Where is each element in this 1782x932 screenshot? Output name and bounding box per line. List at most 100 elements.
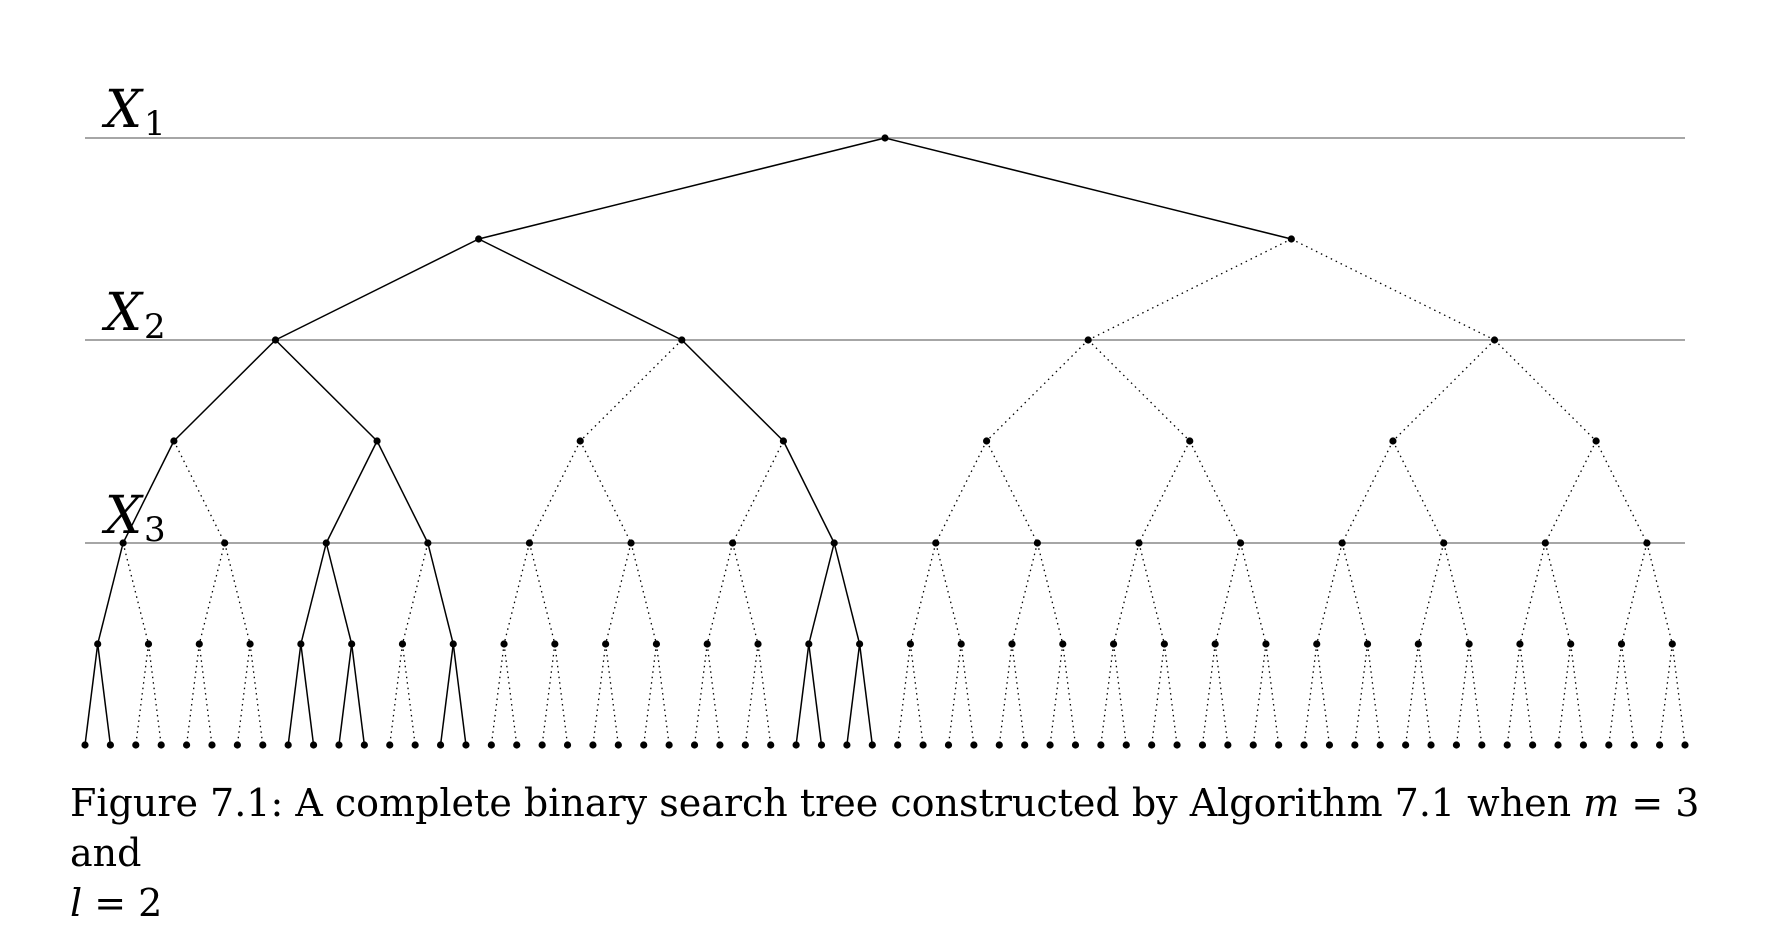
tree-edge-dotted (986, 440, 1038, 544)
tree-edge (452, 643, 467, 746)
tree-edge (478, 238, 683, 341)
tree-leaf-node (513, 741, 521, 749)
tree-edge-dotted (528, 440, 581, 544)
tree-leaf-node (233, 741, 241, 749)
tree-leaf-node (868, 741, 876, 749)
tree-node (856, 640, 864, 648)
tree-node (1008, 640, 1016, 648)
tree-edge (858, 643, 874, 746)
tree-edge-dotted (1087, 339, 1191, 442)
tree-edge-dotted (147, 643, 162, 746)
tree-node (195, 640, 203, 648)
tree-edge-dotted (1392, 440, 1445, 544)
tree-edge-dotted (744, 643, 759, 746)
tree-leaf-node (1656, 741, 1664, 749)
tree-node (1440, 539, 1448, 547)
tree-node (1414, 640, 1422, 648)
tree-node (1363, 640, 1372, 648)
tree-edge-dotted (732, 440, 784, 544)
tree-node (1465, 640, 1473, 648)
tree-node (957, 640, 965, 648)
tree-edge-dotted (935, 440, 988, 544)
tree-edge-dotted (1265, 643, 1280, 746)
tree-leaf-node (538, 741, 546, 749)
tree-leaf-node (411, 741, 419, 749)
tree-leaf-node (1503, 741, 1511, 749)
tree-edge-dotted (1049, 643, 1064, 746)
tree-node (551, 640, 559, 648)
tree-node (982, 437, 991, 445)
tree-leaf-node (995, 741, 1003, 749)
tree-edge-dotted (935, 542, 962, 645)
tree-edge-dotted (1189, 440, 1242, 544)
tree-edge-dotted (1544, 542, 1572, 645)
tree-edge-dotted (528, 542, 556, 645)
tree-edge-dotted (1316, 643, 1331, 746)
tree-node (1287, 235, 1295, 243)
tree-edge-dotted (1062, 643, 1077, 746)
tree-node (1313, 640, 1321, 648)
tree-leaf-node (817, 741, 826, 749)
tree-edge-dotted (389, 643, 404, 746)
tree-edge (427, 542, 454, 645)
tree-node (246, 640, 254, 648)
tree-leaf-node (1224, 741, 1232, 749)
tree-node (729, 539, 737, 547)
tree-leaf-node (309, 741, 318, 749)
tree-edge (439, 643, 454, 746)
tree-edge-dotted (947, 643, 962, 746)
tree-edge (300, 542, 327, 645)
tree-node (1160, 640, 1168, 648)
caption-text: Figure 7.1: A complete binary search tre… (70, 781, 1584, 825)
tree-nodes (81, 134, 1689, 749)
tree-edge-dotted (1443, 542, 1470, 645)
level-lines (85, 137, 1685, 544)
tree-node (1211, 640, 1219, 648)
level-label-x2: X2 (101, 283, 166, 347)
tree-leaf-node (741, 741, 749, 749)
tree-edge-dotted (998, 643, 1013, 746)
tree-edge-dotted (706, 643, 721, 746)
tree-leaf-node (1249, 741, 1257, 749)
tree-leaf-node (640, 741, 648, 749)
tree-edge-dotted (1316, 542, 1343, 645)
tree-edge (681, 339, 784, 442)
tree-edge (376, 440, 429, 544)
tree-edge-dotted (503, 643, 518, 746)
tree-leaf-node (563, 741, 572, 749)
tree-edge-dotted (604, 643, 619, 746)
tree-leaf-node (208, 741, 216, 749)
tree-node (271, 336, 280, 344)
tree-edge-dotted (1011, 643, 1026, 746)
tree-edge-dotted (185, 643, 200, 746)
tree-leaf-node (132, 741, 140, 749)
tree-leaf-node (1021, 741, 1029, 749)
tree-node (1262, 640, 1270, 648)
tree-node (830, 539, 838, 547)
tree-edge-dotted (1291, 238, 1495, 341)
tree-leaf-node (665, 741, 673, 749)
tree-node (1338, 539, 1346, 547)
caption-var-l: l (70, 881, 83, 925)
tree-node (602, 640, 610, 648)
tree-edge-dotted (1112, 643, 1127, 746)
tree-leaf-node (1376, 741, 1384, 749)
tree-node (652, 640, 661, 648)
tree-node (144, 640, 153, 648)
tree-leaf-node (919, 741, 927, 749)
tree-node (1490, 336, 1499, 344)
tree-edge (808, 542, 835, 645)
tree-edge-dotted (1658, 643, 1673, 746)
tree-leaf-node (1402, 741, 1410, 749)
tree-edge-dotted (1239, 542, 1267, 645)
tree-leaf-node (1097, 741, 1105, 749)
tree-edge-dotted (1404, 643, 1419, 746)
tree-edge (325, 440, 378, 544)
tree-edge (96, 542, 124, 645)
tree-leaf-node (589, 741, 597, 749)
tree-edge (274, 339, 378, 442)
tree-leaf-node (767, 741, 775, 749)
tree-leaf-node (1351, 741, 1359, 749)
tree-edge (122, 440, 175, 544)
tree-edge-dotted (1303, 643, 1318, 746)
